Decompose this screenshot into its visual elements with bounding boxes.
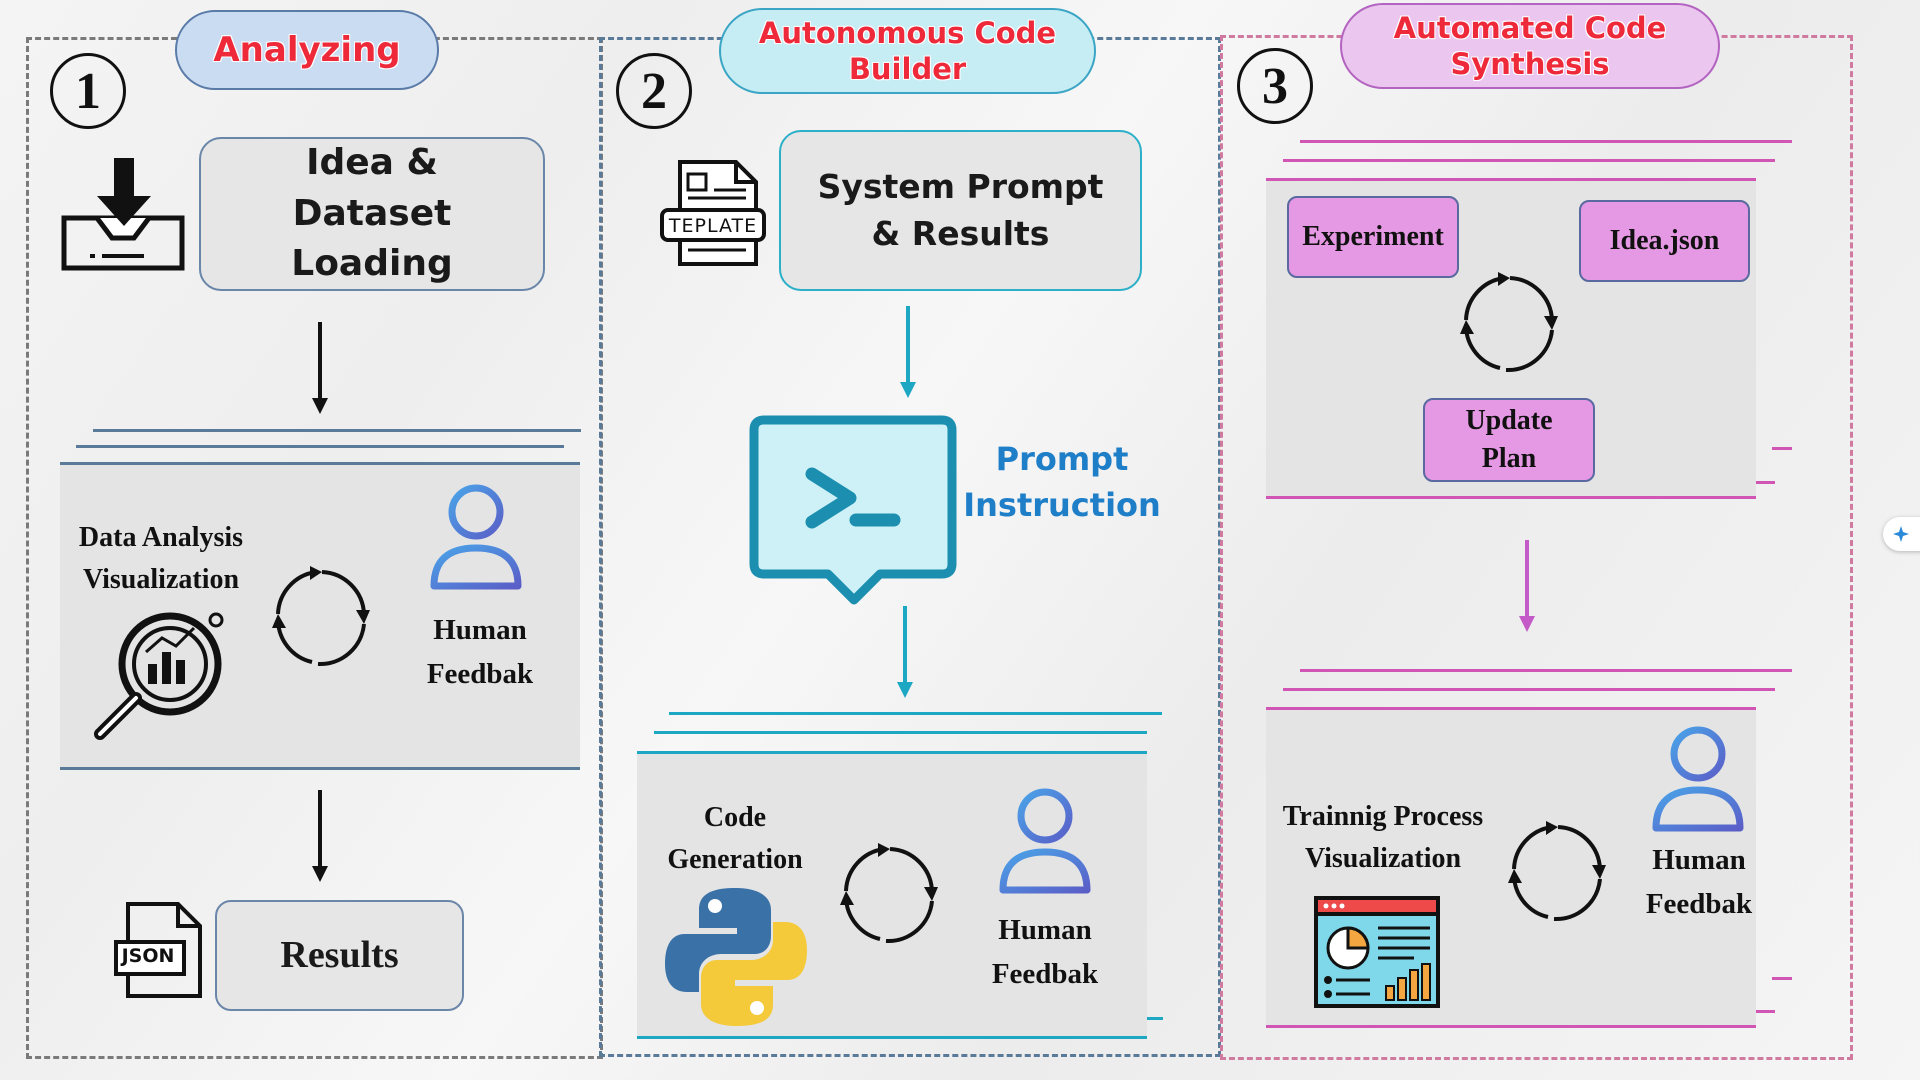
step-number-1: 1	[50, 53, 126, 129]
system-prompt-box: System Prompt & Results	[779, 130, 1142, 291]
user-icon	[1652, 726, 1744, 832]
arrow-down	[312, 790, 328, 882]
experiment-tag: Experiment	[1287, 196, 1459, 278]
arrow-down-teal	[900, 306, 916, 398]
dashboard-chart-icon	[1314, 896, 1440, 1008]
stack-edge	[1755, 481, 1775, 484]
results-box: Results	[215, 900, 464, 1011]
download-tray-icon	[61, 158, 185, 271]
refresh-cycle-icon	[272, 566, 370, 667]
stack-edge	[654, 731, 1147, 734]
step-number-3: 3	[1237, 48, 1313, 124]
human-feedback-label: Human Feedbak	[1645, 844, 1753, 920]
training-process-label: Trainnig Process Visualization	[1282, 801, 1484, 874]
step-number-2: 2	[616, 53, 692, 129]
stack-edge	[93, 429, 581, 432]
stack-edge	[1755, 1010, 1775, 1013]
sparkle-icon	[1893, 526, 1909, 542]
json-file-label: JSON	[121, 945, 175, 967]
stack-edge	[1772, 977, 1792, 980]
stack-edge	[1772, 447, 1792, 450]
panel-1-title: Analyzing	[175, 10, 439, 90]
stack-edge	[669, 712, 1162, 715]
user-icon	[999, 788, 1091, 894]
idea-json-tag: Idea.json	[1579, 200, 1750, 282]
arrow-down-purple	[1519, 540, 1535, 632]
arrow-down-teal	[897, 606, 913, 698]
template-document-icon	[660, 160, 766, 266]
python-logo-icon	[665, 888, 807, 1026]
refresh-cycle-icon	[1460, 272, 1558, 373]
stack-edge	[1283, 688, 1775, 691]
stack-edge	[1300, 140, 1792, 143]
prompt-instruction-label: Prompt Instruction	[963, 440, 1161, 525]
terminal-prompt-icon	[749, 415, 957, 605]
data-analysis-label: Data Analysis Visualization	[78, 522, 244, 595]
panel-3-title: Automated Code Synthesis	[1340, 3, 1720, 89]
stack-edge	[76, 445, 564, 448]
refresh-cycle-icon	[840, 843, 938, 944]
code-generation-label: Code Generation	[667, 802, 803, 875]
analysis-loop-card	[60, 462, 580, 770]
template-icon-label: TEPLATE	[668, 215, 758, 237]
stack-edge	[1283, 159, 1775, 162]
update-plan-tag: Update Plan	[1423, 398, 1595, 482]
magnifier-chart-icon	[94, 612, 224, 740]
stack-edge	[1145, 1017, 1163, 1020]
idea-dataset-loading-box: Idea & Dataset Loading	[199, 137, 545, 291]
user-icon	[430, 484, 522, 590]
json-file-icon	[114, 902, 202, 998]
refresh-cycle-icon	[1508, 821, 1606, 922]
human-feedback-label: Human Feedbak	[991, 914, 1099, 990]
sparkle-button[interactable]	[1883, 517, 1920, 551]
panel-2-title: Autonomous Code Builder	[719, 8, 1096, 94]
arrow-down	[312, 322, 328, 414]
human-feedback-label: Human Feedbak	[426, 614, 534, 690]
stack-edge	[1300, 669, 1792, 672]
